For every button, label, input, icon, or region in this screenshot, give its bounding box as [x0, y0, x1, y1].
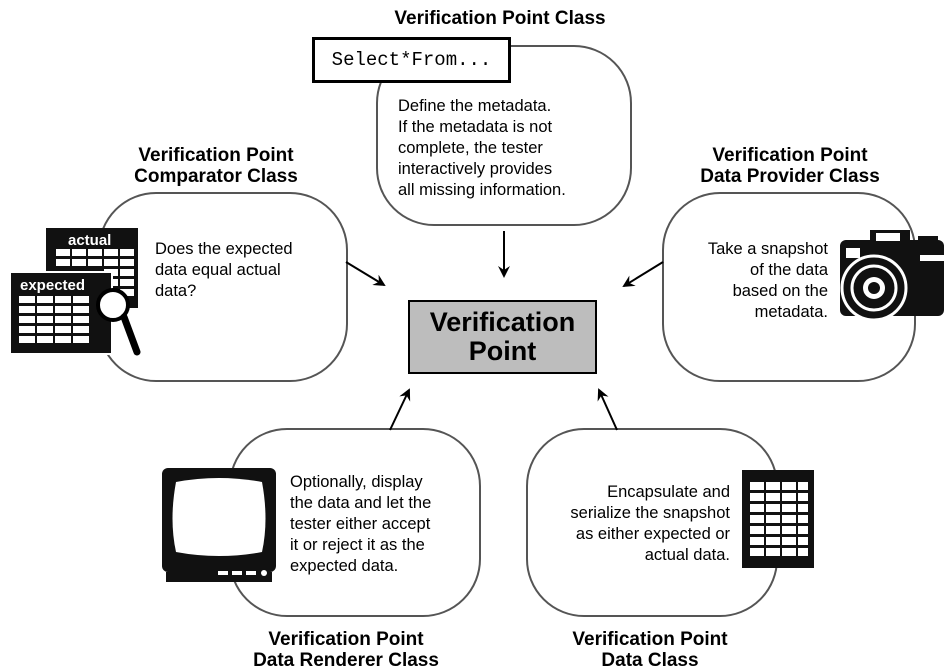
top-title: Verification Point Class: [394, 8, 606, 29]
dataclass-title-line: Verification Point: [572, 629, 728, 650]
renderer-line: expected data.: [290, 557, 399, 575]
metadata-line: complete, the tester: [398, 139, 543, 157]
query-box: Select*From...: [312, 37, 511, 83]
comparator-line: data equal actual: [155, 261, 281, 279]
comparator-title: Verification Point Comparator Class: [100, 145, 332, 187]
provider-line: of the data: [750, 261, 828, 279]
dataclass-line: actual data.: [644, 546, 730, 564]
dataclass-line: serialize the snapshot: [570, 504, 730, 522]
provider-title-line: Verification Point: [712, 145, 868, 166]
provider-line: based on the: [732, 282, 828, 300]
dataclass-line: as either expected or: [575, 525, 730, 543]
expected-label: expected: [20, 277, 85, 294]
center-line: Point: [468, 336, 537, 366]
dataclass-title-line: Data Class: [601, 650, 699, 671]
comparator-line: Does the expected: [155, 240, 293, 258]
comparator-title-line: Verification Point: [138, 145, 294, 166]
metadata-text: Define the metadata. If the metadata is …: [398, 96, 628, 201]
renderer-line: the data and let the: [290, 494, 432, 512]
arrow-from-provider: [622, 261, 664, 288]
center-line: Verification: [429, 307, 576, 337]
renderer-title-line: Verification Point: [268, 629, 424, 650]
spreadsheet-icon: [742, 470, 814, 568]
metadata-line: If the metadata is not: [398, 118, 553, 136]
actual-label: actual: [68, 232, 111, 249]
metadata-line: Define the metadata.: [398, 97, 552, 115]
dataclass-text: Encapsulate and serialize the snapshot a…: [530, 482, 730, 566]
metadata-line: interactively provides: [398, 160, 553, 178]
metadata-line: all missing information.: [398, 181, 566, 199]
comparator-line: data?: [155, 282, 197, 300]
provider-line: metadata.: [754, 303, 828, 321]
monitor-icon: [162, 468, 276, 582]
arrow-from-comparator: [345, 261, 386, 287]
query-text: Select*From...: [331, 49, 492, 71]
comparator-text: Does the expected data equal actual data…: [155, 239, 345, 302]
dataclass-title: Verification Point Data Class: [540, 629, 760, 671]
provider-title-line: Data Provider Class: [700, 166, 880, 187]
dataclass-line: Encapsulate and: [607, 483, 730, 501]
camera-icon: [840, 230, 944, 322]
renderer-line: tester either accept: [290, 515, 431, 533]
dataclass-bubble: [526, 428, 778, 617]
provider-text: Take a snapshot of the data based on the…: [668, 239, 828, 323]
renderer-line: it or reject it as the: [290, 536, 425, 554]
magnifier-icon: [96, 288, 141, 356]
provider-title: Verification Point Data Provider Class: [675, 145, 905, 187]
provider-line: Take a snapshot: [707, 240, 828, 258]
verification-point-box: Verification Point: [408, 300, 597, 374]
renderer-title-line: Data Renderer Class: [253, 650, 439, 671]
renderer-line: Optionally, display: [290, 473, 423, 491]
arrow-to-renderer: [389, 388, 411, 431]
renderer-text: Optionally, display the data and let the…: [290, 472, 480, 577]
comparator-title-line: Comparator Class: [134, 166, 298, 187]
renderer-title: Verification Point Data Renderer Class: [226, 629, 466, 671]
arrow-to-dataclass: [597, 388, 618, 431]
